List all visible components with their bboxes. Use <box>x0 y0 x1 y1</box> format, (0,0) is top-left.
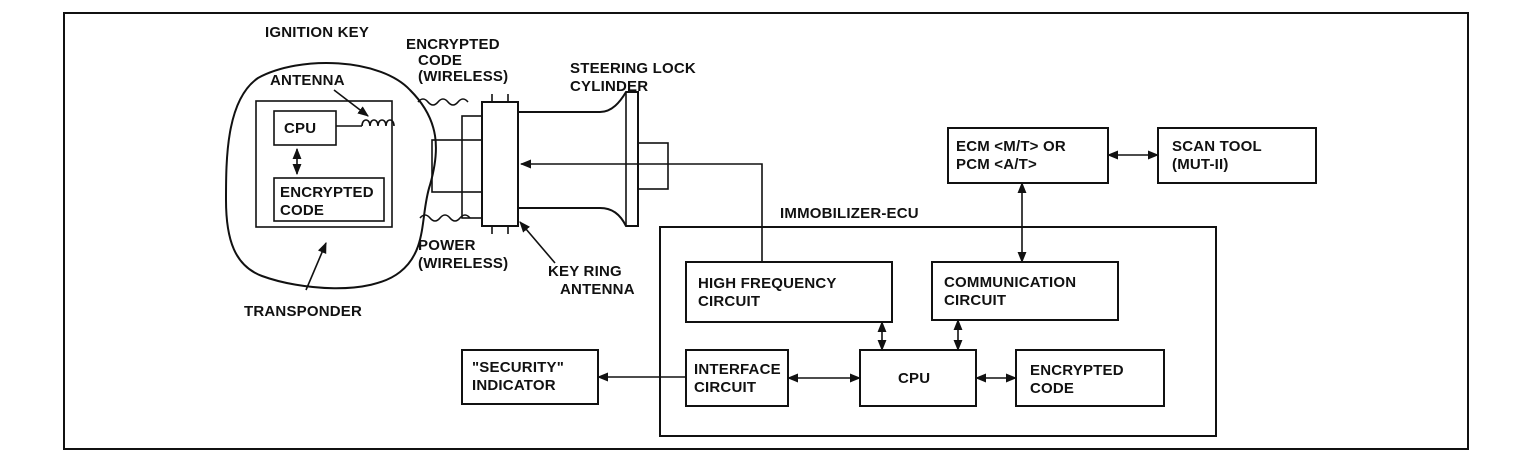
comm-circuit-label-2: CIRCUIT <box>944 292 1006 309</box>
ecu-encrypted-label-1: ENCRYPTED <box>1030 362 1124 379</box>
transponder-pointer <box>305 241 327 291</box>
transponder-box <box>255 100 393 228</box>
encrypted-code-wave-icon <box>417 98 469 106</box>
key-ring-antenna-ring <box>461 115 483 219</box>
antenna-pointer <box>333 89 369 117</box>
encrypted-code-wireless-label-2: CODE <box>418 52 462 69</box>
key-encrypted-label-1: ENCRYPTED <box>280 184 374 201</box>
immobilizer-ecu-label: IMMOBILIZER-ECU <box>780 205 919 222</box>
comm-circuit-label-1: COMMUNICATION <box>944 274 1076 291</box>
hf-circuit-box <box>685 261 893 323</box>
key-ring-antenna-pointer <box>519 221 556 264</box>
ecm-pcm-label-2: PCM <A/T> <box>956 156 1037 173</box>
power-wireless-label-1: POWER <box>418 237 476 254</box>
encrypted-code-wireless-label-1: ENCRYPTED <box>406 36 500 53</box>
ignition-key-label: IGNITION KEY <box>265 24 369 41</box>
ecu-cpu-label: CPU <box>898 370 930 387</box>
scan-tool-label-1: SCAN TOOL <box>1172 138 1262 155</box>
immobilizer-ecu-box <box>659 226 1217 437</box>
key-cpu-box <box>273 110 337 146</box>
comm-circuit-box <box>931 261 1119 321</box>
steering-lock-label-1: STEERING LOCK <box>570 60 696 77</box>
key-encrypted-label-2: CODE <box>280 202 324 219</box>
interface-circuit-label-2: CIRCUIT <box>694 379 756 396</box>
interface-circuit-box <box>685 349 789 407</box>
cylinder-shaft <box>637 142 669 190</box>
transponder-label: TRANSPONDER <box>244 303 362 320</box>
key-shaft <box>431 139 483 193</box>
ecu-encrypted-label-2: CODE <box>1030 380 1074 397</box>
steering-lock-cylinder <box>518 91 639 227</box>
power-wireless-label-2: (WIRELESS) <box>418 255 508 272</box>
steering-lock-label-2: CYLINDER <box>570 78 648 95</box>
security-indicator-label-1: "SECURITY" <box>472 359 564 376</box>
key-ring-antenna-body <box>481 101 519 227</box>
antenna-coil-icon <box>336 119 395 127</box>
hf-circuit-label-2: CIRCUIT <box>698 293 760 310</box>
ignition-key-outline <box>224 61 437 290</box>
hf-to-cylinder-line <box>519 159 763 262</box>
antenna-label: ANTENNA <box>270 72 345 89</box>
scan-tool-label-2: (MUT-II) <box>1172 156 1229 173</box>
ecm-pcm-label-1: ECM <M/T> OR <box>956 138 1066 155</box>
key-cpu-label: CPU <box>284 120 316 137</box>
key-ring-antenna-label-1: KEY RING <box>548 263 622 280</box>
hf-circuit-label-1: HIGH FREQUENCY <box>698 275 837 292</box>
diagram-frame <box>63 12 1469 450</box>
encrypted-code-wireless-label-3: (WIRELESS) <box>418 68 508 85</box>
key-encrypted-code-box <box>273 177 385 222</box>
interface-circuit-label-1: INTERFACE <box>694 361 781 378</box>
security-indicator-label-2: INDICATOR <box>472 377 556 394</box>
power-wave-icon <box>419 214 471 222</box>
key-ring-antenna-label-2: ANTENNA <box>560 281 635 298</box>
